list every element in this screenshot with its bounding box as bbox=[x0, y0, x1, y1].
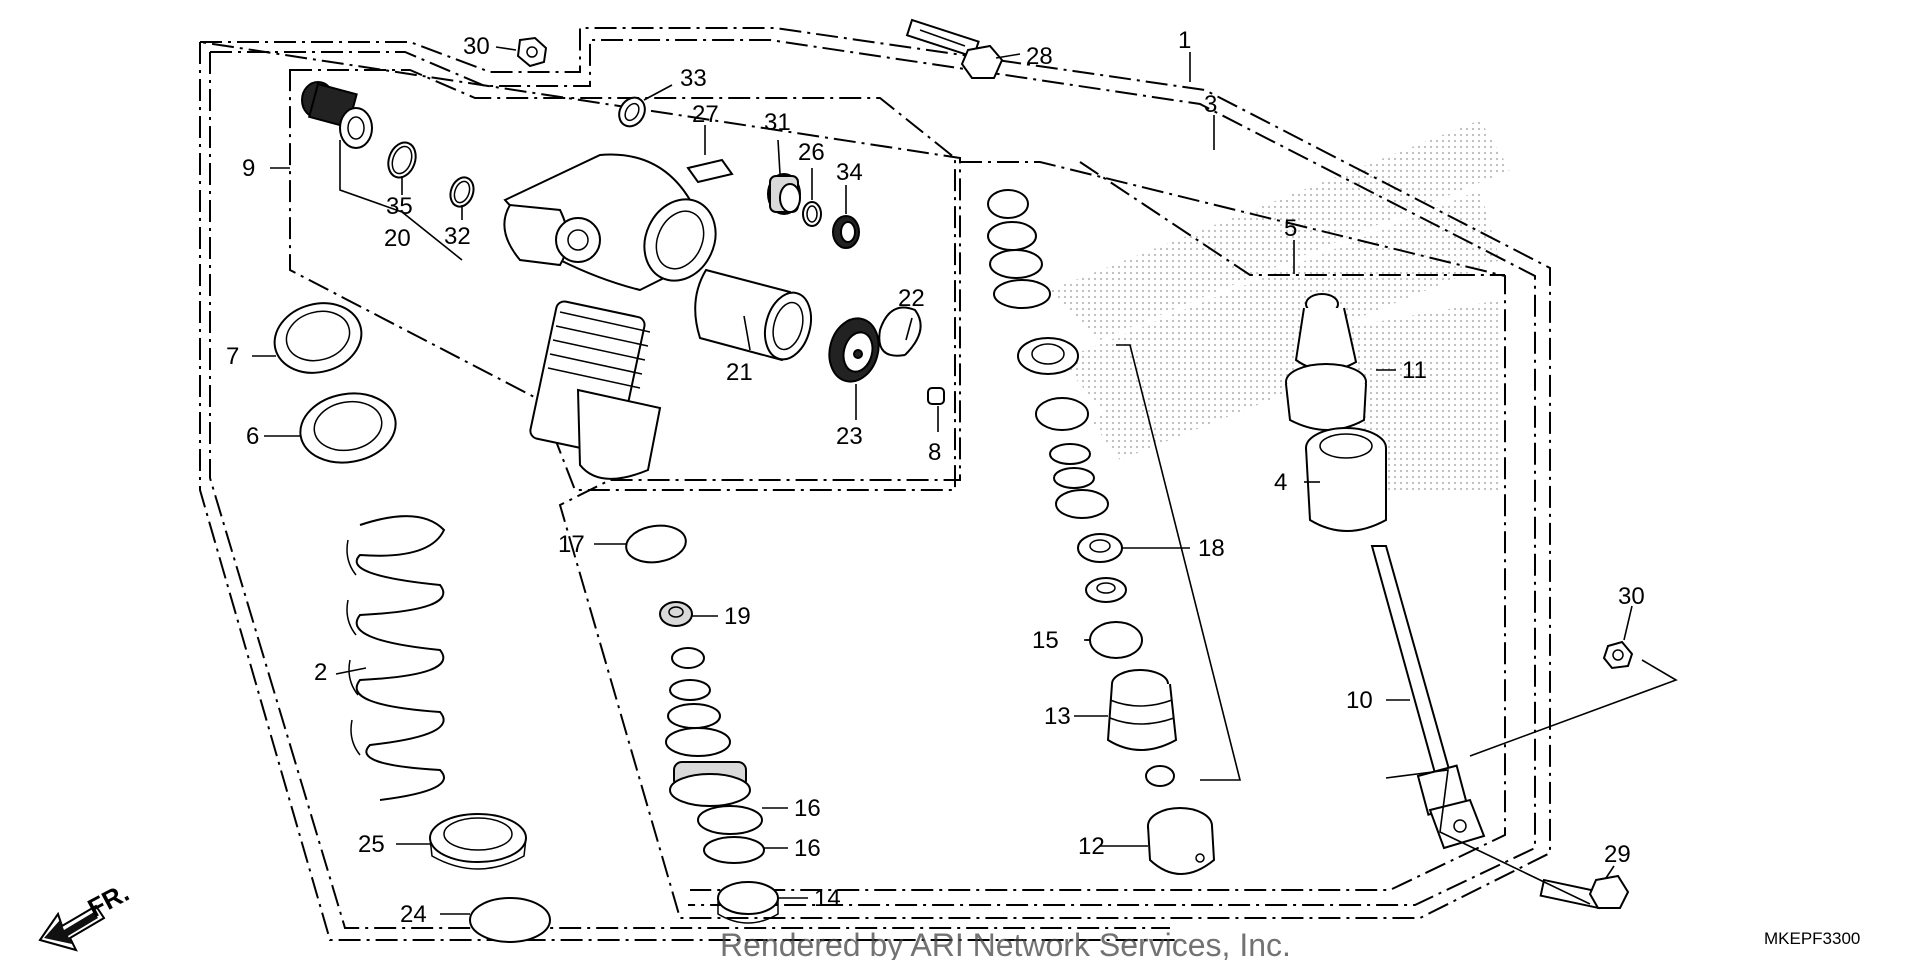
reservoir-cap-23[interactable] bbox=[823, 313, 886, 387]
nut-19[interactable] bbox=[659, 601, 693, 627]
callout-29[interactable]: 29 bbox=[1604, 841, 1631, 868]
callout-19[interactable]: 19 bbox=[724, 603, 751, 630]
cup-4[interactable] bbox=[1305, 427, 1387, 532]
callout-27[interactable]: 27 bbox=[692, 101, 719, 128]
seal-34[interactable] bbox=[832, 215, 860, 249]
small-collar[interactable] bbox=[1145, 765, 1175, 787]
adjuster-9[interactable] bbox=[301, 81, 373, 149]
callout-6[interactable]: 6 bbox=[246, 423, 259, 450]
frame-shaft-assembly bbox=[690, 161, 1506, 891]
brand-watermark-graphic bbox=[1050, 120, 1510, 490]
callout-22[interactable]: 22 bbox=[898, 285, 925, 312]
callout-17[interactable]: 17 bbox=[558, 531, 585, 558]
ring-26[interactable] bbox=[802, 201, 822, 227]
callout-30-top[interactable]: 30 bbox=[463, 33, 490, 60]
callout-12[interactable]: 12 bbox=[1078, 833, 1105, 860]
assembly-frames bbox=[199, 27, 1551, 941]
callout-14[interactable]: 14 bbox=[814, 885, 841, 912]
callout-16-upper[interactable]: 16 bbox=[794, 795, 821, 822]
leader-lines bbox=[252, 46, 1678, 915]
o-ring-35[interactable] bbox=[384, 139, 421, 182]
circlip-22[interactable] bbox=[878, 306, 922, 357]
frame-assembly-1 bbox=[199, 27, 1551, 919]
frame-assembly-9 bbox=[289, 69, 956, 491]
bump-stop-stack[interactable] bbox=[987, 189, 1109, 519]
o-ring-33[interactable] bbox=[614, 93, 650, 131]
nut-30-top[interactable] bbox=[516, 36, 548, 68]
bump-rubber-11[interactable] bbox=[1285, 293, 1367, 431]
spring-seat-25[interactable] bbox=[429, 813, 527, 870]
watermark-text: Rendered by ARI Network Services, Inc. bbox=[720, 927, 1291, 960]
callout-24[interactable]: 24 bbox=[400, 901, 427, 928]
callout-32[interactable]: 32 bbox=[444, 223, 471, 250]
piston-14[interactable] bbox=[717, 881, 779, 924]
callout-9[interactable]: 9 bbox=[242, 155, 255, 182]
callout-28[interactable]: 28 bbox=[1026, 43, 1053, 70]
locknut-7[interactable] bbox=[267, 294, 370, 382]
valve-cap-8[interactable] bbox=[927, 387, 945, 405]
frame-outer-left bbox=[199, 42, 1180, 941]
frame-assembly-5 bbox=[1079, 161, 1505, 276]
bushing-31[interactable] bbox=[767, 173, 801, 215]
circlip-17[interactable] bbox=[624, 522, 688, 566]
callout-31[interactable]: 31 bbox=[764, 109, 791, 136]
clip-24[interactable] bbox=[469, 897, 551, 943]
callout-10[interactable]: 10 bbox=[1346, 687, 1373, 714]
callout-26[interactable]: 26 bbox=[798, 139, 825, 166]
callout-20[interactable]: 20 bbox=[384, 225, 411, 252]
valve-stack-left[interactable] bbox=[665, 647, 751, 807]
callout-2[interactable]: 2 bbox=[314, 659, 327, 686]
nut-30-right[interactable] bbox=[1602, 640, 1634, 670]
washer-18b[interactable] bbox=[1085, 577, 1127, 603]
callout-15[interactable]: 15 bbox=[1032, 627, 1059, 654]
callout-7[interactable]: 7 bbox=[226, 343, 239, 370]
callout-21[interactable]: 21 bbox=[726, 359, 753, 386]
frame-assembly-3 bbox=[210, 39, 1536, 906]
callout-11[interactable]: 11 bbox=[1402, 357, 1427, 384]
callout-18[interactable]: 18 bbox=[1198, 535, 1225, 562]
callout-30-right[interactable]: 30 bbox=[1618, 583, 1645, 610]
spring-2[interactable] bbox=[346, 515, 446, 801]
piston-rod-10[interactable] bbox=[1370, 545, 1486, 850]
bottom-cap-12[interactable] bbox=[1147, 807, 1216, 875]
reservoir-tube-21[interactable] bbox=[694, 268, 818, 365]
callout-16-lower[interactable]: 16 bbox=[794, 835, 821, 862]
callout-34[interactable]: 34 bbox=[836, 159, 863, 186]
callout-5[interactable]: 5 bbox=[1284, 215, 1297, 242]
o-ring-15[interactable] bbox=[1089, 621, 1143, 659]
frame-inner-left bbox=[209, 52, 1170, 929]
callout-3[interactable]: 3 bbox=[1204, 91, 1217, 118]
ring-16-upper[interactable] bbox=[697, 805, 763, 835]
callout-labels: 30 28 1 3 5 33 27 31 26 34 9 35 32 20 22… bbox=[226, 27, 1645, 928]
callout-23[interactable]: 23 bbox=[836, 423, 863, 450]
catalog-code: MKEPF3300 bbox=[1764, 929, 1860, 948]
label-sticker-27[interactable] bbox=[686, 158, 734, 184]
callout-4[interactable]: 4 bbox=[1274, 469, 1287, 496]
callout-25[interactable]: 25 bbox=[358, 831, 385, 858]
ring-16-lower[interactable] bbox=[703, 836, 765, 864]
callout-1[interactable]: 1 bbox=[1178, 27, 1191, 54]
callout-33[interactable]: 33 bbox=[680, 65, 707, 92]
callout-35[interactable]: 35 bbox=[386, 193, 413, 220]
bolt-28[interactable] bbox=[905, 18, 1004, 79]
front-arrow-icon bbox=[38, 904, 106, 952]
adjuster-nut-6[interactable] bbox=[295, 386, 401, 470]
dust-boot-13[interactable] bbox=[1106, 669, 1178, 751]
callout-8[interactable]: 8 bbox=[928, 439, 941, 466]
bolt-29[interactable] bbox=[1539, 874, 1630, 910]
callout-13[interactable]: 13 bbox=[1044, 703, 1071, 730]
washer-18[interactable] bbox=[1077, 533, 1123, 563]
damper-body[interactable] bbox=[503, 153, 728, 480]
o-ring-32[interactable] bbox=[447, 174, 478, 210]
